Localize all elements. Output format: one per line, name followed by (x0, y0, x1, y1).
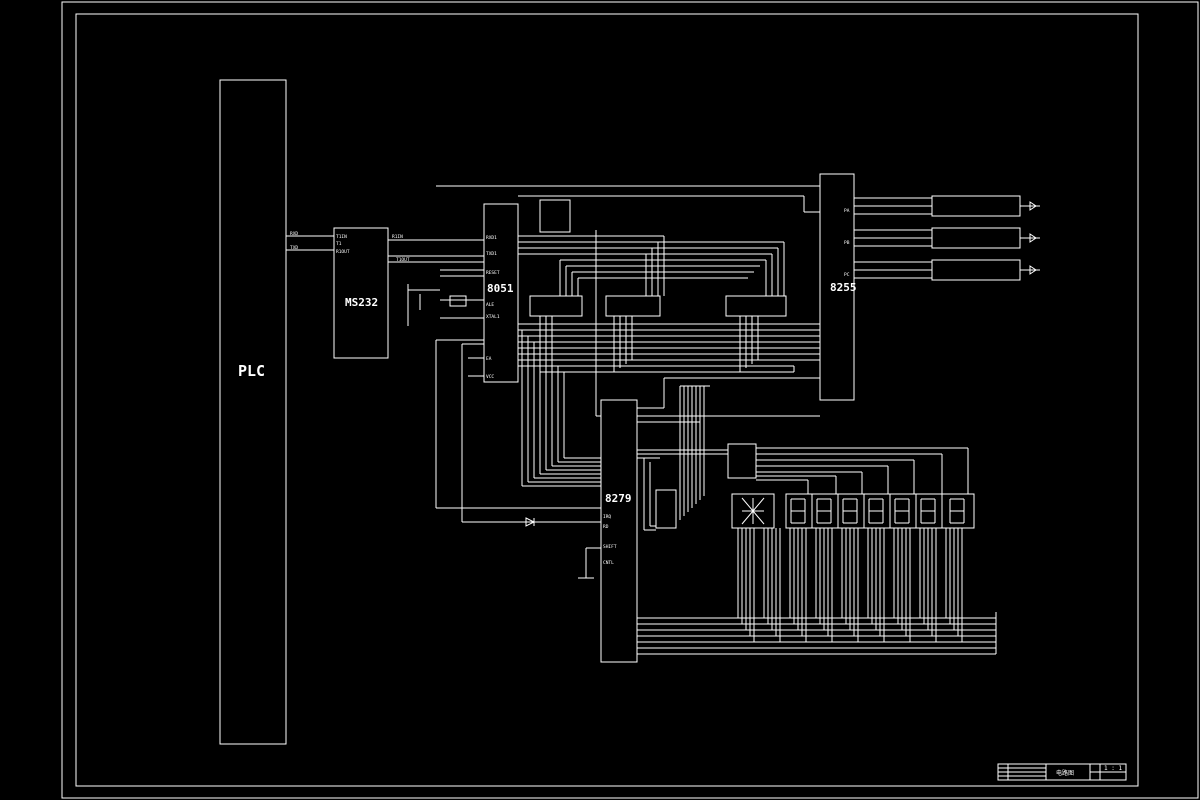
driver-chip (727, 443, 757, 479)
pin-ea: EA (486, 356, 492, 362)
latch-chip-1 (529, 295, 583, 317)
latch-chip-2 (605, 295, 661, 317)
outer-frame (61, 1, 1199, 799)
latch-chip-3 (725, 295, 787, 317)
pin-t1out: T1OUT (396, 257, 410, 263)
ms232-block (333, 227, 389, 359)
pin-r1in: R1IN (392, 234, 403, 240)
pin-rxd1: RXD1 (486, 235, 497, 241)
pin-r1out: R1OUT (336, 249, 350, 255)
ppi-8255-block (819, 173, 855, 401)
title-block-scale: 1 : 1 (1104, 765, 1122, 772)
pin-txd1: TXD1 (486, 251, 497, 257)
ppi-8255-label: 8255 (830, 281, 857, 294)
kbd-8279-label: 8279 (605, 492, 632, 505)
pin-irq: IRQ (603, 514, 611, 520)
gate-chip (539, 199, 571, 233)
pin-pb: PB (844, 240, 850, 246)
plc-label: PLC (238, 362, 265, 380)
kbd-8279-block (600, 399, 638, 663)
decoder-chip (655, 489, 677, 529)
inner-frame (75, 13, 1139, 787)
pin-pc: PC (844, 272, 850, 278)
pin-vcc: VCC (486, 374, 494, 380)
pin-ale: ALE (486, 302, 494, 308)
ms232-label: MS232 (345, 296, 378, 309)
pin-t1in: T1IN (336, 234, 347, 240)
pin-cntl: CNTL (603, 560, 614, 566)
title-block (997, 763, 1127, 781)
pin-shift: SHIFT (603, 544, 617, 550)
plc-block (219, 79, 287, 745)
pin-pa: PA (844, 208, 850, 214)
title-block-name: 电路图 (1056, 769, 1074, 777)
cpu-8051-label: 8051 (487, 282, 514, 295)
pin-rxd: RXD (290, 231, 298, 237)
pin-t1: T1 (336, 241, 342, 247)
seven-segment-digits (741, 497, 765, 525)
pin-reset: RESET (486, 270, 500, 276)
pin-txd: TXD (290, 245, 298, 251)
pin-rd: RD (603, 524, 609, 530)
pin-xtal1: XTAL1 (486, 314, 500, 320)
mcu-8051-block (483, 203, 519, 383)
